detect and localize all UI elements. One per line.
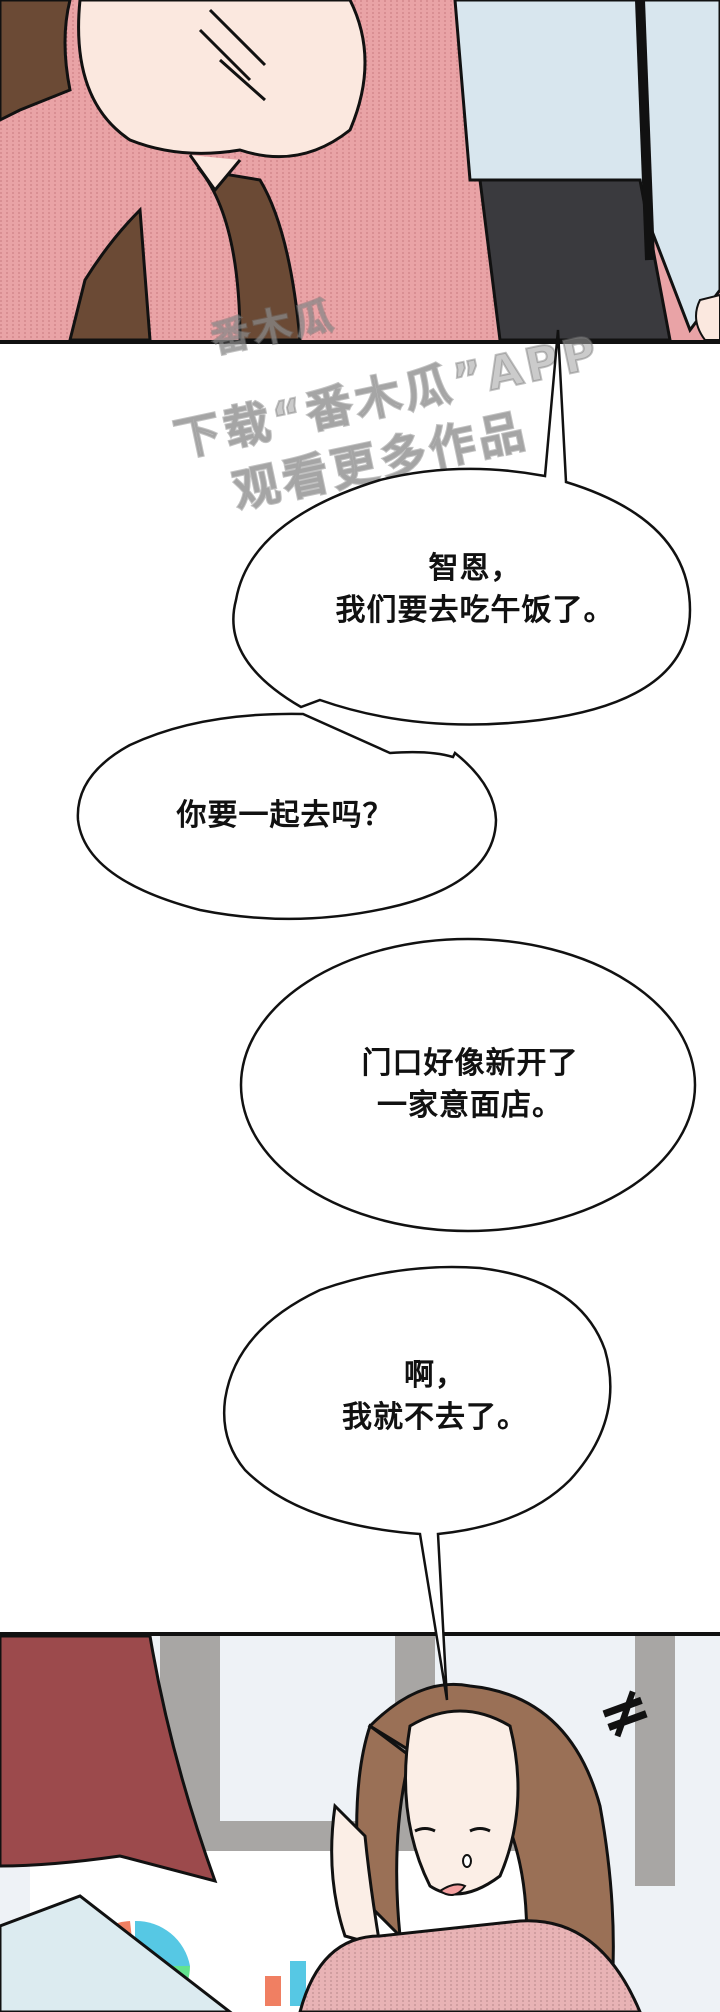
speech-bubble-2-text: 你要一起去吗？	[176, 798, 394, 833]
speech-bubble-3-text: 门口好像新开了 一家意面店。	[361, 1046, 579, 1123]
panel-top-illustration	[0, 0, 720, 340]
speech-bubble-1-text: 智恩， 我们要去吃午饭了。	[335, 551, 615, 628]
speech-bubble-4-text: 啊， 我就不去了。	[342, 1358, 528, 1435]
panel-bottom-art: ≠	[0, 1632, 720, 2012]
panel-top-art	[0, 0, 720, 344]
